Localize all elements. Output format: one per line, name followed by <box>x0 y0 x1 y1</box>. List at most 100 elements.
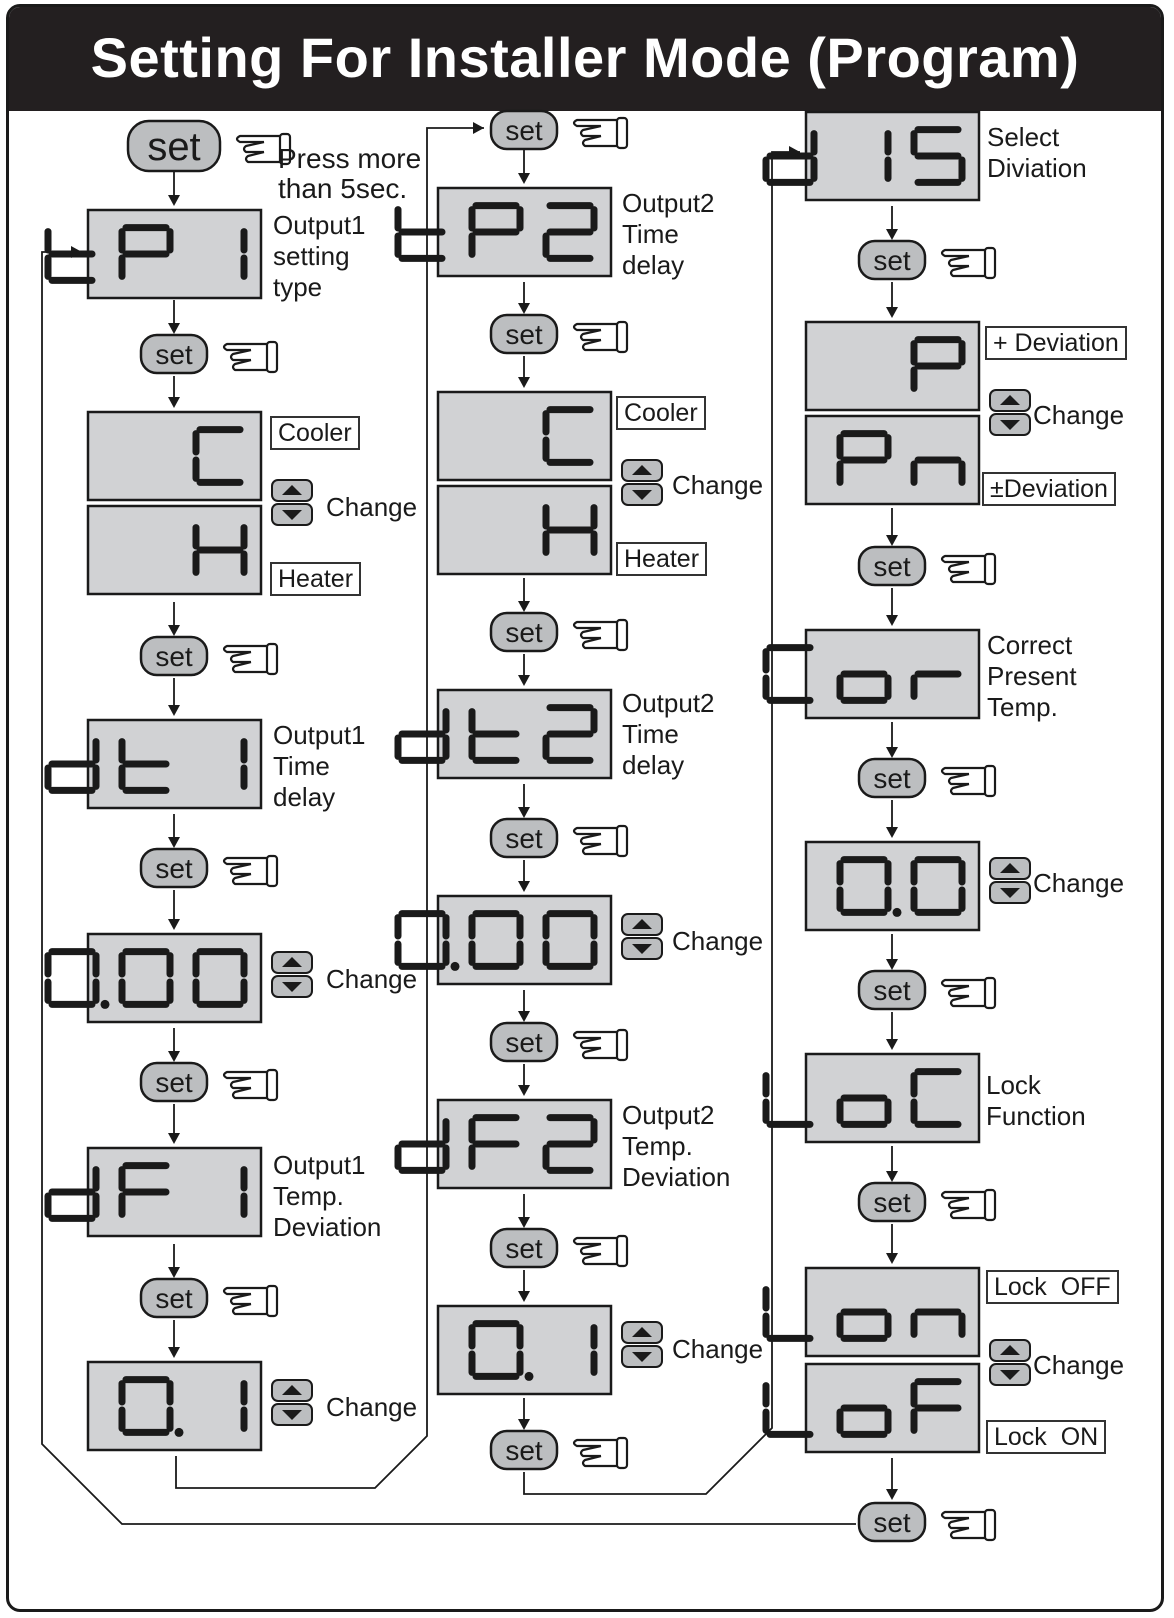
change-arrows-icon[interactable] <box>271 1379 313 1426</box>
set-button-body[interactable] <box>139 1061 209 1103</box>
set-button[interactable]: set <box>489 313 559 355</box>
set-button[interactable]: set <box>139 635 209 677</box>
set-button[interactable]: set <box>139 333 209 375</box>
triangle-down-icon <box>1000 888 1020 898</box>
set-button-label[interactable]: set <box>505 823 543 854</box>
set-button-label[interactable]: set <box>505 617 543 648</box>
set-button-body[interactable] <box>126 119 222 173</box>
pointing-hand-icon <box>940 1188 997 1222</box>
set-button[interactable]: set <box>857 757 927 799</box>
set-button[interactable]: set <box>489 109 559 151</box>
set-button-body[interactable] <box>857 1501 927 1543</box>
triangle-up-icon <box>282 1385 302 1395</box>
change-label: Change <box>326 492 418 522</box>
set-button[interactable]: set <box>857 545 927 587</box>
change-arrows-icon[interactable] <box>621 913 663 960</box>
set-button-label[interactable]: set <box>155 1067 193 1098</box>
change-arrows-icon[interactable] <box>271 479 313 526</box>
change-arrows-icon[interactable] <box>989 389 1031 436</box>
hand-fingers <box>940 766 985 796</box>
set-button-body[interactable] <box>139 847 209 889</box>
change-arrows-icon[interactable] <box>621 459 663 506</box>
set-button-label[interactable]: set <box>505 115 543 146</box>
hand-cuff <box>265 1068 279 1102</box>
change-arrows-icon[interactable] <box>271 951 313 998</box>
set-button-body[interactable] <box>139 1277 209 1319</box>
arrow-head <box>473 122 484 134</box>
set-button[interactable]: set <box>857 1501 927 1543</box>
hand-fingers <box>222 342 267 372</box>
set-button[interactable]: set <box>489 1021 559 1063</box>
lcd-screen <box>436 1304 613 1396</box>
set-button-body[interactable] <box>857 1181 927 1223</box>
step-label: Output1 Time delay <box>273 720 366 812</box>
set-button[interactable]: set <box>489 611 559 653</box>
hand-fingers <box>235 134 280 164</box>
set-button-body[interactable] <box>489 611 559 653</box>
set-button-label[interactable]: set <box>505 1435 543 1466</box>
triangle-up-icon <box>1000 863 1020 873</box>
set-button-body[interactable] <box>139 333 209 375</box>
step-label: Output2 Temp. Deviation <box>622 1100 731 1192</box>
set-button-label[interactable]: set <box>155 853 193 884</box>
set-button[interactable]: set <box>489 817 559 859</box>
set-button-label[interactable]: set <box>155 641 193 672</box>
flow-connector <box>175 127 484 1489</box>
set-button[interactable]: set <box>126 119 222 173</box>
set-button-label[interactable]: set <box>873 245 911 276</box>
pointing-hand-icon <box>572 116 629 150</box>
step-label: Select Diviation <box>987 122 1087 183</box>
set-button[interactable]: set <box>857 239 927 281</box>
set-button[interactable]: set <box>857 1181 927 1223</box>
set-button-label[interactable]: set <box>155 339 193 370</box>
change-arrows-icon[interactable] <box>989 857 1031 904</box>
set-button-body[interactable] <box>489 1227 559 1269</box>
arrow-head <box>168 323 180 334</box>
set-button-label[interactable]: set <box>505 1027 543 1058</box>
set-button-label[interactable]: set <box>505 1233 543 1264</box>
set-button[interactable]: set <box>139 1277 209 1319</box>
hand-cuff <box>615 618 629 652</box>
page-title: Setting For Installer Mode (Program) <box>90 26 1080 89</box>
change-arrows-icon[interactable] <box>621 1321 663 1368</box>
pointing-hand-icon <box>940 764 997 798</box>
hand-cuff <box>615 320 629 354</box>
set-button[interactable]: set <box>139 847 209 889</box>
set-button-label[interactable]: set <box>155 1283 193 1314</box>
change-arrows-icon[interactable] <box>989 1339 1031 1386</box>
arrow-head <box>518 807 530 818</box>
set-button-body[interactable] <box>489 313 559 355</box>
set-button-label[interactable]: set <box>505 319 543 350</box>
arrow-head <box>886 615 898 626</box>
set-button-label[interactable]: set <box>873 1507 911 1538</box>
set-button[interactable]: set <box>489 1429 559 1471</box>
set-button[interactable]: set <box>489 1227 559 1269</box>
hand-fingers <box>572 1438 617 1468</box>
pointing-hand-icon <box>940 246 997 280</box>
set-button-body[interactable] <box>489 109 559 151</box>
set-button-body[interactable] <box>139 635 209 677</box>
set-button[interactable]: set <box>857 969 927 1011</box>
set-button[interactable]: set <box>139 1061 209 1103</box>
arrow-head <box>886 1171 898 1182</box>
set-button-body[interactable] <box>489 817 559 859</box>
change-label: Change <box>672 470 764 500</box>
set-button-label[interactable]: set <box>873 1187 911 1218</box>
hand-cuff <box>265 642 279 676</box>
set-button-body[interactable] <box>857 545 927 587</box>
press-note: Press more than 5sec. <box>278 143 422 204</box>
arrow-head <box>168 919 180 930</box>
set-button-label[interactable]: set <box>873 763 911 794</box>
set-button-body[interactable] <box>489 1429 559 1471</box>
set-button-label[interactable]: set <box>873 551 911 582</box>
lcd-screen <box>86 718 263 810</box>
set-button-body[interactable] <box>857 757 927 799</box>
hand-fingers <box>572 1236 617 1266</box>
set-button-body[interactable] <box>857 239 927 281</box>
set-button-label[interactable]: set <box>147 125 200 169</box>
set-button-body[interactable] <box>489 1021 559 1063</box>
set-button-body[interactable] <box>857 969 927 1011</box>
title-bar: Setting For Installer Mode (Program) <box>9 7 1161 111</box>
set-button-label[interactable]: set <box>873 975 911 1006</box>
